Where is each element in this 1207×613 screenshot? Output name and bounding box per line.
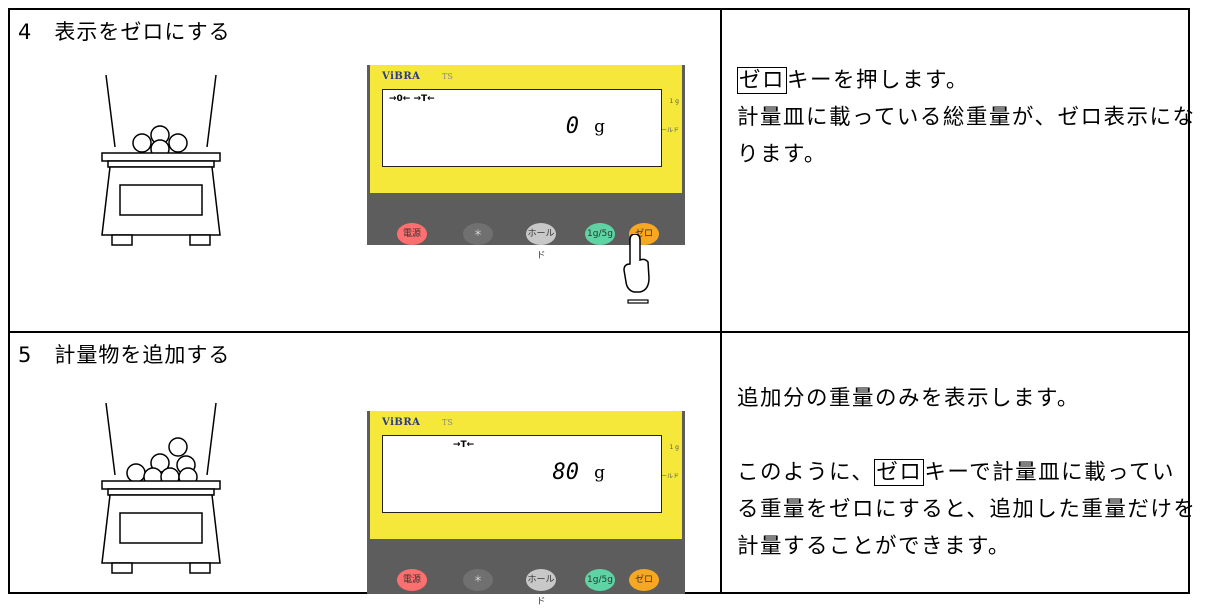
zero-key[interactable]: ゼロ — [629, 569, 659, 591]
unit-indicator: 1 g — [669, 98, 679, 105]
asterisk-key[interactable]: ＊ — [463, 223, 493, 245]
brand-logo: ViBRA — [382, 71, 421, 82]
scale-illustration-step-5 — [101, 402, 221, 574]
hold-indicator: ホールド — [654, 473, 679, 480]
hold-key[interactable]: ホールド — [526, 569, 556, 607]
pressing-finger-icon — [623, 234, 650, 304]
row-divider — [10, 331, 1188, 333]
step-5-title: 5 計量物を追加する — [18, 343, 231, 367]
step-5-description: 追加分の重量のみを表示します。 このように、ゼロキーで計量皿に載っている重量をゼ… — [737, 386, 1197, 559]
display-panel-step-4: ViBRA TS 1 g ホールド →0← →T← 0 g 電源 ＊ ホールド … — [367, 65, 685, 261]
weight-readout: 80 — [552, 460, 580, 485]
display-bezel: ViBRA TS 1 g ホールド →0← →T← 0 g — [370, 65, 682, 193]
unit-label: g — [594, 117, 605, 137]
hold-indicator: ホールド — [654, 127, 679, 134]
column-divider — [720, 10, 722, 592]
zero-key-reference: ゼロ — [874, 459, 925, 486]
instruction-table: 4 表示をゼロにする ViBRA TS 1 g ホールド →0← →T← 0 g… — [8, 8, 1195, 607]
model-label: TS — [442, 72, 453, 81]
step-4-description: ゼロキーを押します。 計量皿に載っている総重量が、ゼロ表示になります。 — [737, 67, 1196, 167]
model-label: TS — [442, 418, 453, 427]
hold-key[interactable]: ホールド — [526, 223, 556, 261]
display-panel-step-5: ViBRA TS 1 g ホールド →T← 80 g 電源 ＊ ホールド 1g/… — [367, 411, 685, 607]
lcd-screen: →0← →T← 0 g — [382, 89, 662, 167]
unit-indicator: 1 g — [669, 444, 679, 451]
brand-logo: ViBRA — [382, 417, 421, 428]
power-key[interactable]: 電源 — [397, 223, 427, 245]
lcd-screen: →T← 80 g — [382, 435, 662, 513]
power-key[interactable]: 電源 — [397, 569, 427, 591]
zero-key-reference: ゼロ — [737, 67, 788, 94]
tare-annunciator: →T← — [453, 440, 475, 450]
step-4-title: 4 表示をゼロにする — [18, 20, 231, 44]
unit-toggle-key[interactable]: 1g/5g — [585, 569, 615, 591]
scale-illustration-step-4 — [101, 74, 221, 246]
zero-tare-annunciator: →0← →T← — [389, 94, 435, 104]
weight-readout: 0 — [565, 114, 579, 139]
display-bezel: ViBRA TS 1 g ホールド →T← 80 g — [370, 411, 682, 539]
asterisk-key[interactable]: ＊ — [463, 569, 493, 591]
unit-toggle-key[interactable]: 1g/5g — [585, 223, 615, 245]
unit-label: g — [594, 463, 605, 483]
